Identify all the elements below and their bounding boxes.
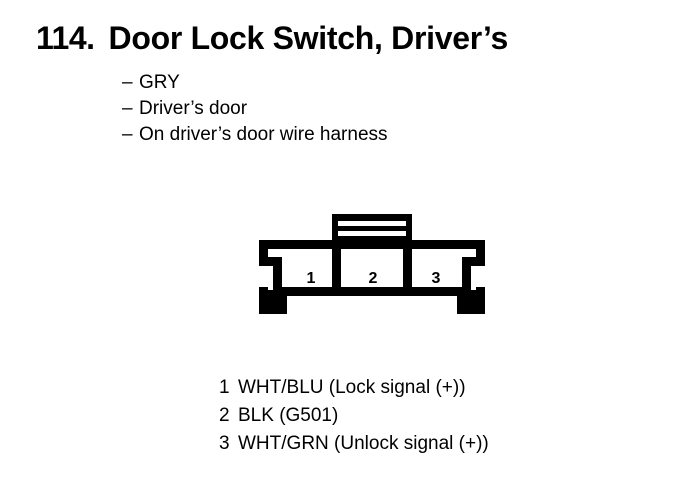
right-bottom-tab-foot — [457, 305, 485, 314]
connector-outline-icon — [259, 214, 485, 314]
title-number: 114. — [36, 20, 95, 56]
pin-legend-number: 1 — [219, 377, 230, 398]
bullet-dash-icon: – — [122, 72, 133, 93]
bullet-dash-icon: – — [122, 124, 133, 145]
pin-legend-number: 3 — [219, 433, 230, 454]
right-bottom-tab — [476, 290, 485, 314]
pin-divider-wall — [332, 240, 341, 296]
pin-legend: 1 WHT/BLU (Lock signal (+)) 2 BLK (G501)… — [219, 374, 489, 458]
pin-legend-row: 1 WHT/BLU (Lock signal (+)) — [219, 374, 489, 402]
pin-cavity-2 — [341, 249, 403, 287]
housing-right-wall-upper — [476, 240, 485, 266]
bullet-dash-icon: – — [122, 98, 133, 119]
connector-pin-number-2: 2 — [368, 270, 378, 287]
left-bottom-tab — [259, 290, 268, 314]
latch-tab-shape — [332, 214, 412, 242]
attribute-item: – On driver’s door wire harness — [122, 122, 388, 148]
attribute-list: – GRY – Driver’s door – On driver’s door… — [122, 70, 388, 148]
pin-legend-description: WHT/GRN (Unlock signal (+)) — [238, 433, 489, 454]
housing-top-rail — [259, 240, 485, 249]
pin-legend-description: BLK (G501) — [238, 405, 339, 426]
pin-legend-number: 2 — [219, 405, 230, 426]
connector-diagram: 1 2 3 — [259, 214, 485, 314]
pin-legend-row: 3 WHT/GRN (Unlock signal (+)) — [219, 430, 489, 458]
left-bottom-tab-foot — [259, 305, 287, 314]
attribute-item: – GRY — [122, 70, 388, 96]
attribute-item: – Driver’s door — [122, 96, 388, 122]
connector-pin-number-1: 1 — [306, 270, 316, 287]
housing-bottom-rail — [273, 287, 471, 296]
latch-rib — [338, 231, 406, 236]
connector-pin-number-3: 3 — [431, 270, 441, 287]
page-title: 114. Door Lock Switch, Driver’s — [36, 20, 508, 57]
attribute-label: Driver’s door — [139, 98, 248, 119]
housing-right-wall-lower — [462, 266, 471, 296]
housing-left-wall-upper — [259, 240, 268, 266]
pin-legend-row: 2 BLK (G501) — [219, 402, 489, 430]
housing-left-wall-lower — [273, 266, 282, 296]
attribute-label: On driver’s door wire harness — [139, 124, 388, 145]
right-notch-bridge — [462, 257, 485, 266]
pin-legend-description: WHT/BLU (Lock signal (+)) — [238, 377, 466, 398]
title-text: Door Lock Switch, Driver’s — [108, 20, 509, 56]
left-notch-bridge — [259, 257, 282, 266]
attribute-label: GRY — [139, 72, 180, 93]
latch-rib — [338, 221, 406, 226]
pin-divider-wall — [403, 240, 412, 296]
